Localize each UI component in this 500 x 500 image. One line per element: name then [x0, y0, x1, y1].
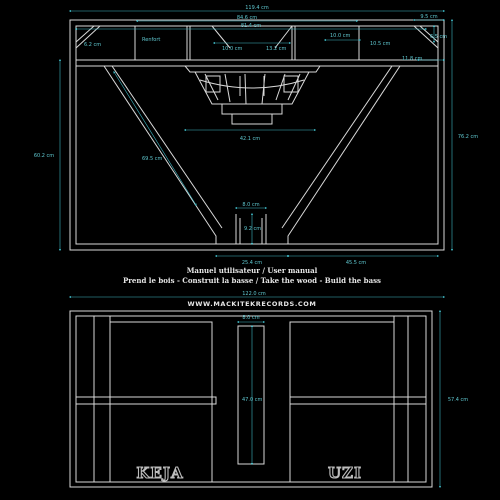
- top-dimension-lines: [58, 9, 454, 258]
- plan-outer: [69, 310, 433, 488]
- v-chamber-left: [103, 65, 223, 244]
- brace-block-right: [294, 25, 360, 61]
- inner-box: [75, 25, 439, 245]
- outer-box: [69, 19, 445, 251]
- top-dimension-labels: 119.4 cm 84.6 cm 81.4 cm 9.5 cm 6.2 cm R…: [34, 5, 478, 266]
- port: [235, 214, 267, 244]
- dim-right-top-small: 6.5 cm: [430, 34, 447, 40]
- dim-overall-width: 119.4 cm: [245, 5, 269, 11]
- dim-left-height: 60.2 cm: [34, 153, 54, 159]
- dim-brace-right: 10.0 cm: [330, 33, 350, 39]
- dim-plan-port-length: 47.0 cm: [242, 397, 262, 403]
- front-section-view: [69, 19, 445, 251]
- website-label: WWW.MACKITEKRECORDS.COM: [188, 300, 317, 308]
- dim-brace-right-inner: 10.5 cm: [370, 41, 390, 47]
- dim-bottom-center: 25.4 cm: [242, 260, 262, 266]
- caption-line1: Manuel utilisateur / User manual: [187, 266, 318, 275]
- plan-inner: [75, 315, 427, 483]
- dim-corner-left: 6.2 cm: [84, 42, 101, 48]
- dim-diagonal: 69.5 cm: [142, 156, 162, 162]
- dim-reinfort-width: 81.4 cm: [241, 23, 261, 29]
- brace-block-mid: [189, 25, 293, 61]
- dim-side-gap-right: 9.5 cm: [420, 14, 437, 20]
- dim-overall-height: 76.2 cm: [458, 134, 478, 140]
- reinfort-label: Renfort: [142, 37, 160, 43]
- plan-side-panels: [93, 316, 409, 482]
- model-label-left: KEJA: [136, 464, 183, 482]
- brace-block-left: [134, 25, 188, 61]
- dim-plan-overall-depth: 57.4 cm: [448, 397, 468, 403]
- dim-port-width: 8.0 cm: [242, 202, 259, 208]
- plan-chamber: [110, 321, 394, 482]
- baffle-shelf: [76, 59, 438, 67]
- dim-right-ledge: 11.8 cm: [402, 56, 422, 62]
- model-label-right: UZI: [328, 464, 362, 482]
- dim-speaker-width: 42.1 cm: [240, 136, 260, 142]
- caption-line2: Prend le bois - Construit la basse / Tak…: [123, 276, 381, 285]
- dim-bottom-overall-width: 122.0 cm: [242, 291, 266, 297]
- dim-brace-mid: 13.2 cm: [266, 46, 286, 52]
- v-chamber-right: [281, 65, 401, 244]
- bottom-dimension-lines: [236, 309, 442, 489]
- dim-brace-left: 10.0 cm: [222, 46, 242, 52]
- dim-bottom-right: 45.5 cm: [346, 260, 366, 266]
- dim-plan-port-width: 8.0 cm: [242, 315, 259, 321]
- woofer: [183, 65, 321, 125]
- plan-port: [237, 325, 265, 465]
- dim-port-depth: 9.2 cm: [244, 226, 261, 232]
- dim-inner-width: 84.6 cm: [237, 15, 257, 21]
